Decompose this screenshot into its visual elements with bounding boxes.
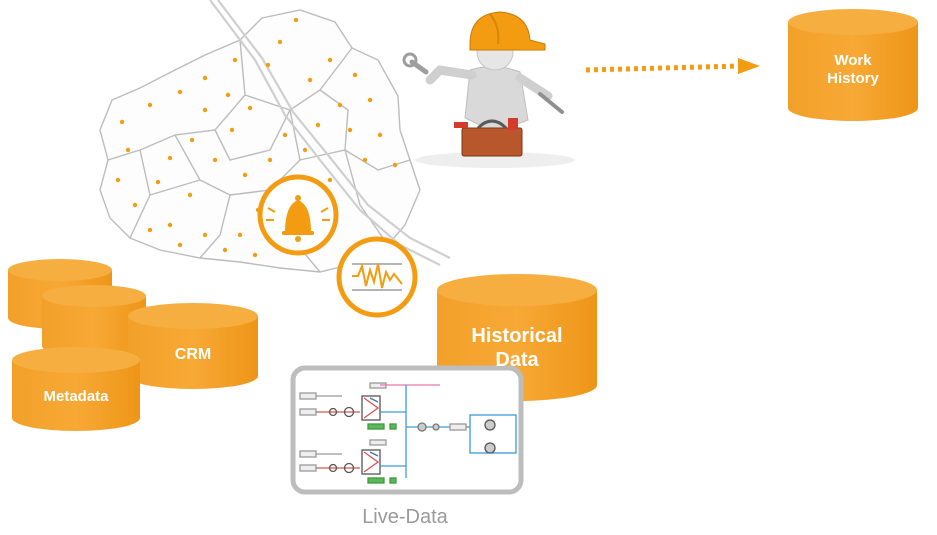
live-data-caption: Live-Data <box>362 506 448 528</box>
metadata-label: Metadata <box>43 388 109 405</box>
db-cylinder-crm <box>128 303 258 389</box>
bell-icon <box>282 195 314 242</box>
alert-bell-badge <box>257 174 339 256</box>
work-history-label: Work History <box>827 52 879 87</box>
db-cylinder-back-2 <box>42 285 146 357</box>
dotted-arrow <box>585 58 760 74</box>
technician-figure <box>402 11 575 168</box>
db-cylinder-work-history <box>788 9 918 121</box>
city-map <box>99 9 421 273</box>
db-cylinder-metadata <box>12 347 140 431</box>
process-schematic <box>299 382 517 484</box>
signal-waveform-badge <box>336 236 418 318</box>
crm-label: CRM <box>174 346 212 363</box>
live-data-panel <box>290 365 524 495</box>
historical-data-label: Historical Data <box>471 325 563 371</box>
waveform-icon <box>352 262 403 291</box>
